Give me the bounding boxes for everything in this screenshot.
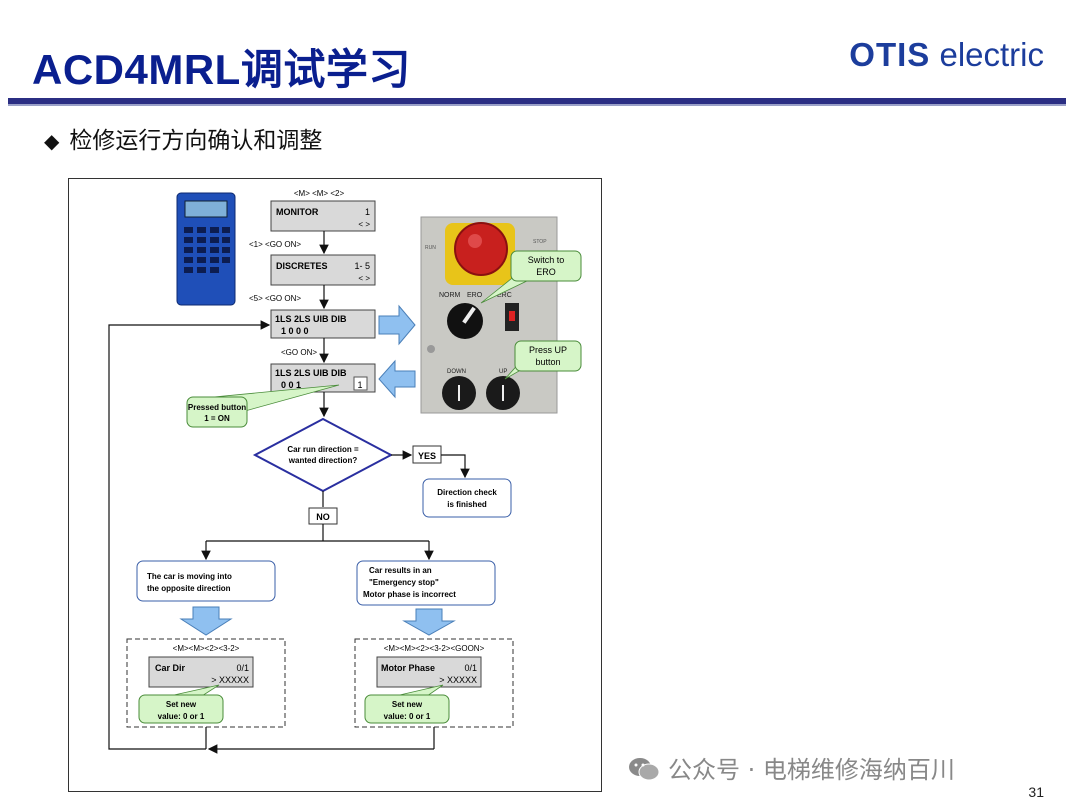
lcd3-header: 1LS 2LS UIB DIB: [275, 314, 347, 324]
yes-label: YES: [418, 451, 436, 461]
lcd4-highlight-value: 1: [357, 380, 362, 390]
emergency-line2: "Emergency stop": [369, 578, 439, 587]
left-lcd-line2: > XXXXX: [211, 675, 249, 685]
no-label: NO: [316, 512, 330, 522]
emergency-stop-box: [356, 560, 496, 606]
left-set-line2: value: 0 or 1: [158, 712, 205, 721]
lcd-monitor-right: 1: [365, 207, 370, 217]
right-set-callout: [364, 694, 450, 724]
bullet-text: 检修运行方向确认和调整: [69, 128, 323, 154]
panel-erc-label: ERC: [497, 292, 512, 299]
lcd-monitor: MONITOR 1 < >: [270, 200, 376, 232]
opposite-direction-box: [136, 560, 276, 602]
flowchart-svg: <M> <M> <2> MONITOR 1 < > <1> <GO ON> DI…: [108, 189, 582, 754]
lcd-inputs-before: 1LS 2LS UIB DIB 1 0 0 0: [270, 309, 376, 339]
lcd3-values: 1 0 0 0: [281, 326, 309, 336]
lcd-discretes-left: DISCRETES: [276, 261, 328, 271]
finished-line2: is finished: [447, 500, 487, 509]
left-lcd-value: 0/1: [236, 663, 249, 673]
lcd4-header: 1LS 2LS UIB DIB: [275, 368, 347, 378]
right-set-line1: Set new: [392, 700, 423, 709]
page-title: ACD4MRL调试学习: [32, 46, 411, 93]
lcd-monitor-left: MONITOR: [276, 207, 319, 217]
brand-otis: OTIS: [849, 36, 931, 73]
panel-norm-label: NORM: [439, 292, 461, 299]
header-rule: [8, 98, 1066, 104]
brand-logo: OTIS electric: [849, 36, 1044, 74]
diamond-bullet-icon: ◆: [44, 129, 60, 153]
right-lcd-label: Motor Phase: [381, 663, 435, 673]
arrow-right-shape: [378, 304, 416, 346]
left-lcd: [148, 656, 254, 688]
switch-callout-line2: ERO: [536, 267, 556, 277]
top-keys: <M> <M> <2>: [294, 189, 345, 198]
arrow-down-left-shape: [179, 606, 233, 636]
right-lcd-line2: > XXXXX: [439, 675, 477, 685]
right-set-line2: value: 0 or 1: [384, 712, 431, 721]
decision-line1: Car run direction =: [287, 445, 359, 454]
control-panel-image: RUN STOP NORM ERO ERC DOWN UP: [420, 216, 558, 414]
switch-callout-line1: Switch to: [528, 255, 565, 265]
left-lcd-label: Car Dir: [155, 663, 186, 673]
lcd-discretes: DISCRETES 1- 5 < >: [270, 254, 376, 286]
lcd-monitor-line2: < >: [358, 220, 370, 229]
left-keys: <M><M><2><3-2>: [173, 644, 240, 653]
wechat-watermark: 公众号 · 电梯维修海纳百川: [628, 750, 955, 785]
right-lcd: [376, 656, 482, 688]
arrow-left-shape: [378, 359, 416, 399]
switch-ero-callout: Switch to ERO: [480, 250, 582, 304]
panel-ero-label: ERO: [467, 292, 483, 299]
step-go-on-3: <GO ON>: [281, 348, 317, 357]
page-number: 31: [1028, 784, 1044, 800]
right-keys: <M><M><2><3-2><GOON>: [384, 644, 485, 653]
opposite-line1: The car is moving into: [147, 572, 232, 581]
finished-box: [422, 478, 512, 518]
decision-diamond: Car run direction = wanted direction?: [252, 417, 394, 493]
panel-up-label: UP: [499, 369, 507, 375]
press-callout-line2: button: [535, 357, 560, 367]
right-lcd-value: 0/1: [464, 663, 477, 673]
opposite-line2: the opposite direction: [147, 584, 231, 593]
lcd-discretes-line2: < >: [358, 274, 370, 283]
brand-electric: electric: [930, 36, 1044, 73]
arrow-down-right-shape: [402, 608, 456, 636]
flowchart-panel: <M> <M> <2> MONITOR 1 < > <1> <GO ON> DI…: [68, 178, 602, 792]
emergency-line1: Car results in an: [369, 566, 432, 575]
press-up-callout: Press UP button: [504, 340, 582, 380]
pressed-button-callout: Pressed button 1 = ON: [186, 384, 340, 428]
decision-line2: wanted direction?: [288, 456, 358, 465]
step-go-on-2: <5> <GO ON>: [249, 294, 301, 303]
pressed-callout-line1: Pressed button: [188, 403, 246, 412]
panel-run-label: RUN: [425, 245, 436, 251]
header-rule-shadow: [8, 104, 1066, 106]
panel-stop-label: STOP: [533, 239, 547, 245]
step-go-on-1: <1> <GO ON>: [249, 240, 301, 249]
emergency-line3: Motor phase is incorrect: [363, 590, 456, 599]
press-callout-line1: Press UP: [529, 345, 567, 355]
left-set-callout: [138, 694, 224, 724]
bullet-point: ◆ 检修运行方向确认和调整: [44, 121, 322, 155]
left-set-line1: Set new: [166, 700, 197, 709]
lcd4-values: 0 0 1: [281, 380, 301, 390]
lcd-discretes-right: 1- 5: [354, 261, 370, 271]
panel-down-label: DOWN: [447, 369, 466, 375]
service-tool-image: [176, 192, 236, 306]
finished-line1: Direction check: [437, 488, 497, 497]
wechat-icon: [629, 758, 660, 781]
pressed-callout-line2: 1 = ON: [204, 414, 230, 423]
watermark-text: 公众号 · 电梯维修海纳百川: [668, 756, 955, 784]
